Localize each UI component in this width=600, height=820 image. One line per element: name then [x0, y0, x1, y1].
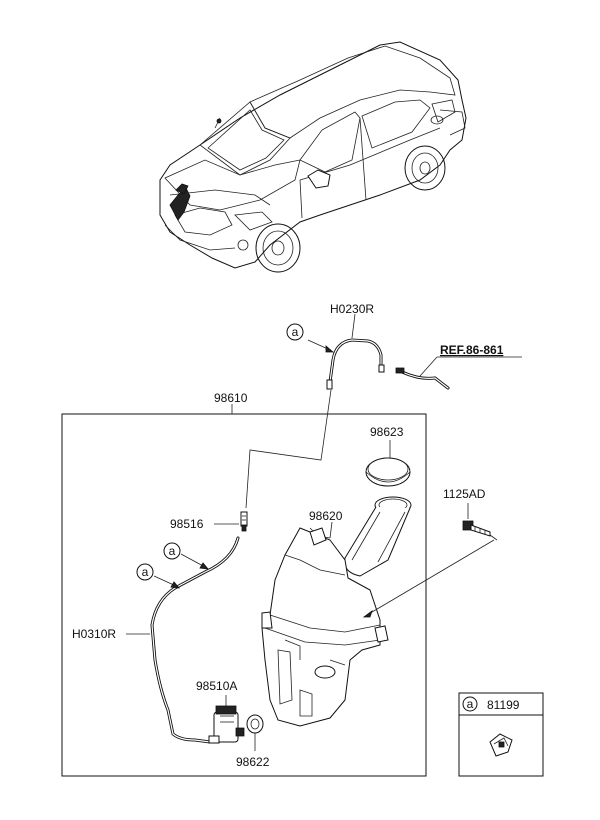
vehicle-illustration — [159, 41, 467, 273]
svg-text:a: a — [467, 697, 474, 711]
svg-text:a: a — [169, 544, 176, 558]
label-ref: REF.86-861 — [440, 343, 504, 357]
legend-callout-a: a — [462, 696, 478, 712]
svg-text:a: a — [142, 565, 149, 579]
label-98510a: 98510A — [196, 679, 237, 693]
label-h0230r: H0230R — [330, 302, 374, 316]
part-98622-grommet — [246, 714, 264, 734]
part-1125ad-bolt — [462, 520, 491, 537]
label-98622: 98622 — [236, 755, 270, 769]
hose-ref — [395, 367, 450, 390]
callout-a-2: a — [163, 542, 181, 560]
label-98623: 98623 — [370, 425, 404, 439]
callout-a-1: a — [286, 323, 304, 341]
part-98623-cap — [365, 457, 411, 487]
legend-box — [458, 692, 544, 777]
part-98510a-pump — [208, 705, 245, 744]
label-1125ad: 1125AD — [443, 487, 486, 501]
label-98516: 98516 — [170, 517, 204, 531]
part-81199-clip — [489, 733, 513, 757]
assembly-box — [61, 413, 427, 777]
part-98516-valve — [240, 511, 248, 532]
svg-text:a: a — [292, 325, 299, 339]
label-81199: 81199 — [487, 698, 520, 712]
hose-h0310r — [150, 536, 240, 744]
label-h0310r: H0310R — [72, 627, 116, 641]
label-98620: 98620 — [309, 509, 343, 523]
label-98610: 98610 — [214, 391, 248, 405]
callout-a-3: a — [136, 563, 154, 581]
part-98620-reservoir — [261, 496, 412, 727]
hose-h0230r — [326, 338, 385, 390]
